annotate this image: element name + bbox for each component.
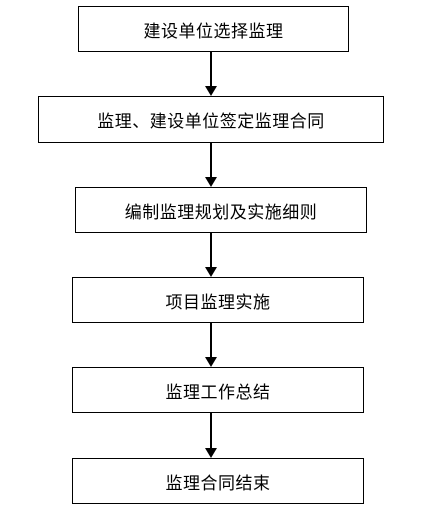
step-select-supervisor-box: 建设单位选择监理 [78, 6, 349, 52]
step-label: 编制监理规划及实施细则 [124, 202, 318, 223]
step-label: 监理、建设单位签定监理合同 [97, 112, 325, 132]
step-label: 监理工作总结 [165, 382, 271, 403]
step-label: 项目监理实施 [165, 292, 271, 313]
flow-arrow-down [205, 233, 217, 277]
step-contract-end-box: 监理合同结束 [72, 458, 364, 504]
step-label: 建设单位选择监理 [143, 21, 284, 42]
step-sign-contract-box: 监理、建设单位签定监理合同 [38, 96, 384, 143]
flow-arrow-down [205, 323, 217, 367]
step-implement-supervision-box: 项目监理实施 [72, 277, 364, 323]
step-work-summary-box: 监理工作总结 [72, 367, 364, 413]
step-prepare-plan-box: 编制监理规划及实施细则 [75, 187, 367, 233]
flow-arrow-down [205, 52, 217, 96]
step-label: 监理合同结束 [165, 473, 271, 494]
flow-arrow-down [205, 143, 217, 187]
flow-arrow-down [205, 413, 217, 458]
